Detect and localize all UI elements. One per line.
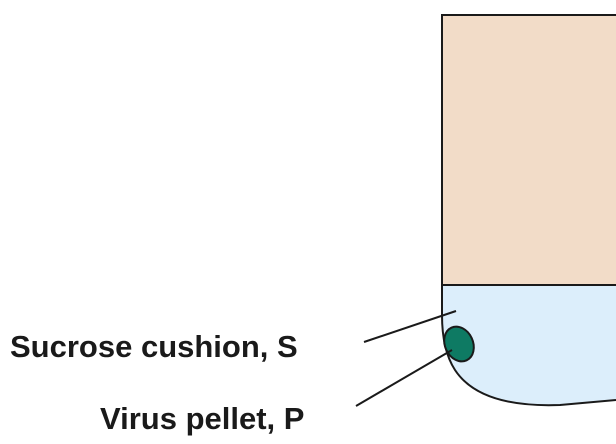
sucrose-cushion-label: Sucrose cushion, S — [10, 331, 298, 362]
virus-pellet-label: Virus pellet, P — [100, 403, 304, 434]
supernatant-layer — [442, 15, 616, 285]
pellet-leader-line — [356, 350, 452, 406]
